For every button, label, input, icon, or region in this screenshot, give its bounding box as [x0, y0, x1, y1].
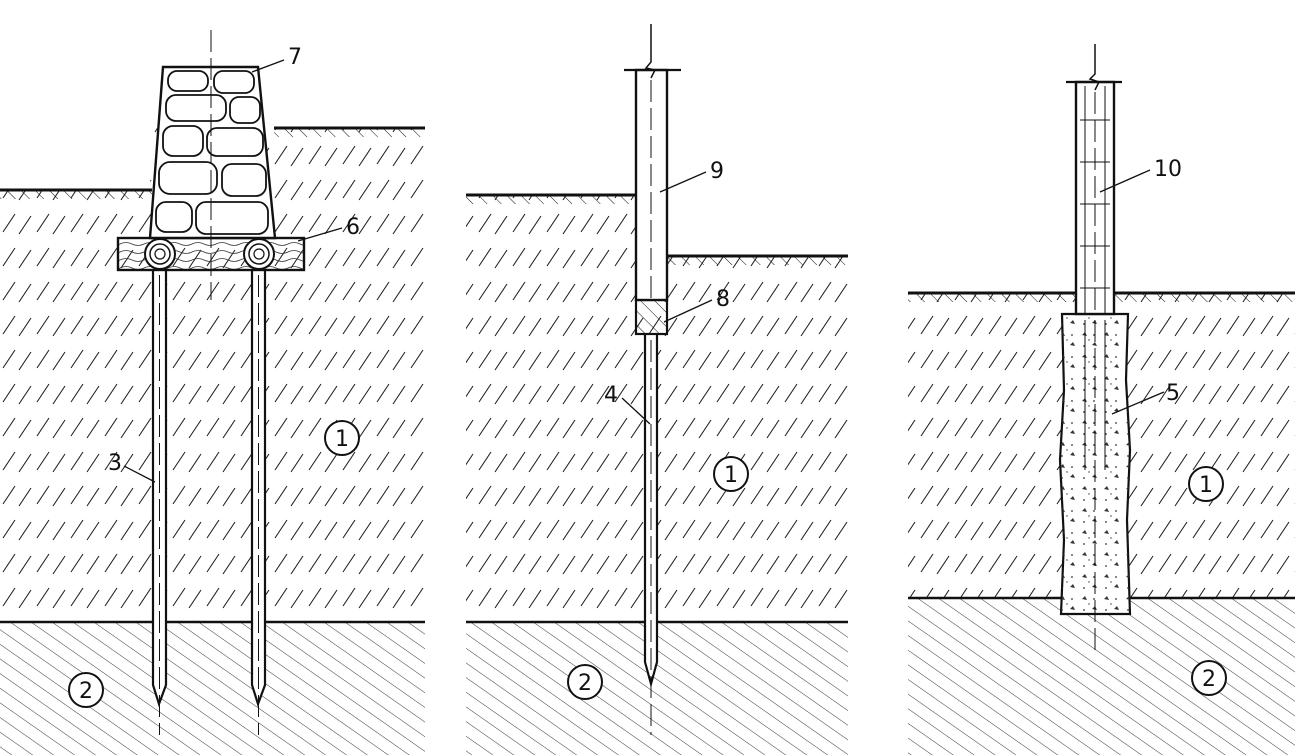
soil-layer-upper [0, 128, 425, 622]
label-soil-lower: 2 [1202, 667, 1216, 692]
leader-9 [659, 171, 707, 193]
leader-3 [123, 465, 156, 483]
leader-8 [663, 299, 713, 323]
ground-surface [0, 126, 425, 199]
label-soil-lower: 2 [79, 679, 93, 704]
panel-bored-pile: 10 5 1 2 [908, 44, 1295, 755]
timber-pile-left [151, 270, 168, 735]
leader-4 [621, 397, 651, 425]
label-soil-lower: 2 [578, 671, 592, 696]
soil-layer-lower [0, 622, 425, 755]
label-stone-foundation: 7 [288, 45, 302, 70]
label-soil-upper: 1 [724, 463, 738, 488]
label-pile: 3 [108, 451, 122, 476]
soil-layer-lower [908, 598, 1295, 755]
marker-soil-lower: 2 [1191, 660, 1227, 696]
panel-timber-piles: 7 6 3 1 2 [0, 30, 425, 755]
marker-soil-lower: 2 [68, 672, 104, 708]
leader-10 [1099, 169, 1151, 193]
column [1066, 44, 1122, 316]
label-column: 9 [710, 159, 724, 184]
label-bored-pile: 5 [1166, 381, 1180, 406]
marker-soil-lower: 2 [567, 664, 603, 700]
label-joint-cap: 8 [716, 287, 730, 312]
leader-7 [251, 59, 285, 73]
label-column: 10 [1154, 157, 1182, 182]
label-soil-upper: 1 [335, 427, 349, 452]
ground-surface [466, 193, 848, 265]
rubble-stone-foundation [148, 30, 277, 300]
label-pile: 4 [604, 383, 618, 408]
label-soil-upper: 1 [1199, 473, 1213, 498]
marker-soil-upper: 1 [1188, 466, 1224, 502]
column [624, 24, 681, 302]
marker-soil-upper: 1 [324, 420, 360, 456]
leader-5 [1111, 391, 1165, 415]
leader-6 [297, 227, 343, 242]
timber-pile-right [250, 270, 267, 735]
label-timber-cap: 6 [346, 215, 360, 240]
marker-soil-upper: 1 [713, 456, 749, 492]
panel-driven-pile: 9 8 4 1 2 [466, 24, 848, 755]
bored-concrete-pile [1058, 312, 1132, 650]
pile-joint-cap [634, 298, 669, 336]
